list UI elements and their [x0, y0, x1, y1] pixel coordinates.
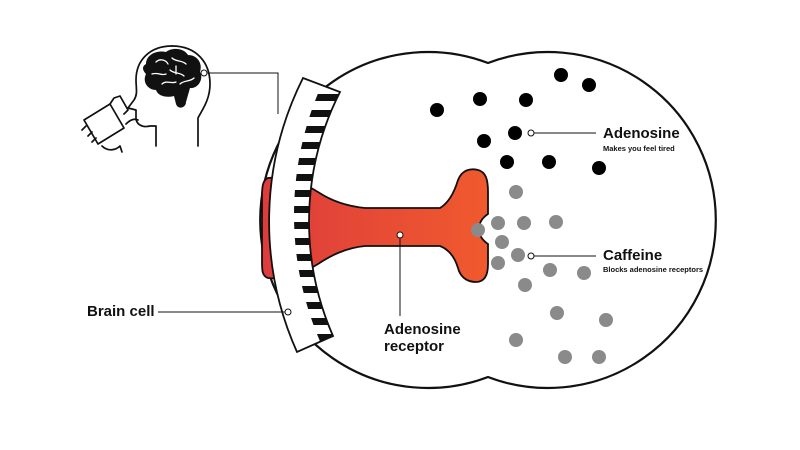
connector-lines [158, 72, 596, 316]
caffeine-molecule [509, 185, 523, 199]
adenosine-molecule [554, 68, 568, 82]
adenosine-label: Adenosine [603, 125, 680, 142]
caffeine-label: Caffeine [603, 247, 663, 264]
membrane-stripe [314, 94, 340, 101]
caffeine-connector-marker [527, 252, 535, 260]
receptor-label-line2: receptor [384, 338, 445, 355]
person-to-cell-connector [206, 72, 279, 114]
adenosine-connector-marker [527, 129, 535, 137]
adenosine-molecule [473, 92, 487, 106]
caffeine-molecule [549, 215, 563, 229]
adenosine-molecule [542, 155, 556, 169]
caffeine-molecule [543, 263, 557, 277]
adenosine-molecule [500, 155, 514, 169]
caffeine-molecule [495, 235, 509, 249]
caffeine-molecule [599, 313, 613, 327]
caffeine-molecule [517, 216, 531, 230]
adenosine-molecule [477, 134, 491, 148]
caffeine-molecule [491, 256, 505, 270]
adenosine-molecule [519, 93, 533, 107]
adenosine-molecule [592, 161, 606, 175]
molecule-dots [430, 68, 613, 364]
coffee-cup [81, 95, 129, 153]
receptor-label-line1: Adenosine [384, 321, 461, 338]
caffeine-sublabel: Blocks adenosine receptors [603, 265, 704, 274]
adenosine-receptor-shape [261, 168, 489, 283]
caffeine-molecule [558, 350, 572, 364]
brain-cell-label: Brain cell [87, 303, 155, 320]
caffeine-molecule [592, 350, 606, 364]
caffeine-molecule [577, 266, 591, 280]
caffeine-molecule [518, 278, 532, 292]
connector-markers [200, 69, 535, 316]
adenosine-molecule [582, 78, 596, 92]
adenosine-molecule [430, 103, 444, 117]
brain-icon [143, 48, 202, 108]
adenosine-molecule [508, 126, 522, 140]
person-drinking-coffee-icon [81, 45, 211, 153]
caffeine-molecule [550, 306, 564, 320]
caffeine-molecule [511, 248, 525, 262]
caffeine-molecule [471, 223, 485, 237]
caffeine-molecule [509, 333, 523, 347]
adenosine-sublabel: Makes you feel tired [603, 144, 675, 153]
caffeine-molecule [491, 216, 505, 230]
receptor-connector-marker [396, 231, 404, 239]
brain-cell-connector-marker [284, 308, 292, 316]
person-connector-marker [200, 69, 208, 77]
